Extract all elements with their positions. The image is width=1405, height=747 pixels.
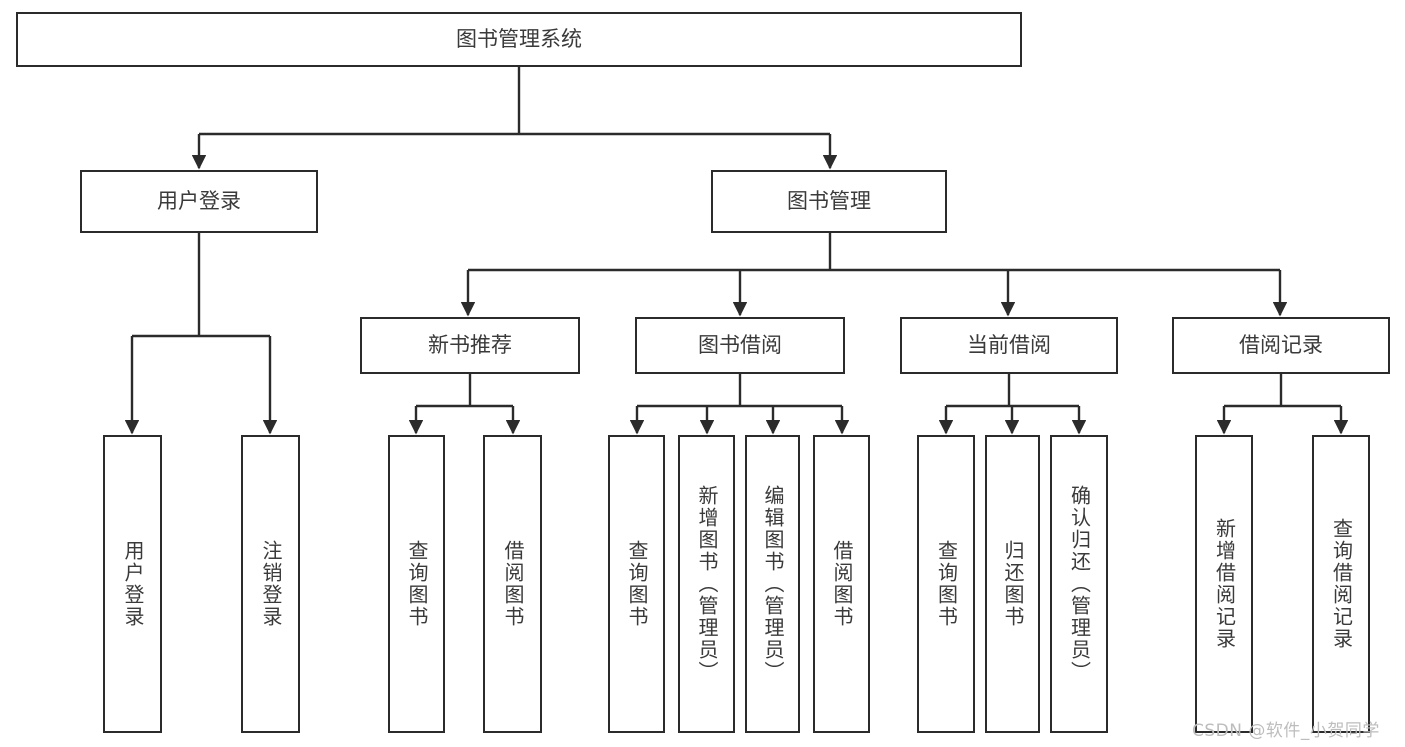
leaf-add-borrow-record-label: 新增借阅记录 bbox=[1212, 518, 1237, 650]
leaf-logout[interactable]: 注销登录 bbox=[241, 435, 300, 733]
leaf-query-book-borrow-label: 查询图书 bbox=[625, 540, 649, 628]
leaf-query-book-borrow[interactable]: 查询图书 bbox=[608, 435, 665, 733]
leaf-edit-book-admin[interactable]: 编辑图书（管理员） bbox=[745, 435, 800, 733]
leaf-borrow-book-label: 借阅图书 bbox=[830, 540, 854, 628]
node-new-book-recommend[interactable]: 新书推荐 bbox=[360, 317, 580, 374]
leaf-add-book-admin[interactable]: 新增图书（管理员） bbox=[678, 435, 735, 733]
node-current-borrow-label: 当前借阅 bbox=[967, 333, 1051, 358]
node-borrow-record-label: 借阅记录 bbox=[1239, 333, 1323, 358]
leaf-user-login-label: 用户登录 bbox=[121, 540, 145, 628]
node-root[interactable]: 图书管理系统 bbox=[16, 12, 1022, 67]
leaf-query-book-current[interactable]: 查询图书 bbox=[917, 435, 975, 733]
leaf-borrow-book[interactable]: 借阅图书 bbox=[813, 435, 870, 733]
leaf-borrow-book-newbook-label: 借阅图书 bbox=[501, 540, 525, 628]
node-borrow-record[interactable]: 借阅记录 bbox=[1172, 317, 1390, 374]
node-new-book-recommend-label: 新书推荐 bbox=[428, 333, 512, 358]
leaf-query-book-newbook-label: 查询图书 bbox=[405, 540, 429, 628]
node-root-label: 图书管理系统 bbox=[456, 27, 582, 52]
leaf-user-login[interactable]: 用户登录 bbox=[103, 435, 162, 733]
leaf-return-book-label: 归还图书 bbox=[1001, 540, 1025, 628]
leaf-add-book-admin-label: 新增图书（管理员） bbox=[695, 485, 719, 683]
leaf-logout-label: 注销登录 bbox=[259, 540, 283, 628]
node-book-management-label: 图书管理 bbox=[787, 189, 871, 214]
leaf-query-borrow-record-label: 查询借阅记录 bbox=[1329, 518, 1354, 650]
node-user-login-label: 用户登录 bbox=[157, 189, 241, 214]
leaf-borrow-book-newbook[interactable]: 借阅图书 bbox=[483, 435, 542, 733]
node-book-borrow[interactable]: 图书借阅 bbox=[635, 317, 845, 374]
node-book-borrow-label: 图书借阅 bbox=[698, 333, 782, 358]
node-current-borrow[interactable]: 当前借阅 bbox=[900, 317, 1118, 374]
node-book-management[interactable]: 图书管理 bbox=[711, 170, 947, 233]
leaf-confirm-return-admin-label: 确认归还（管理员） bbox=[1067, 485, 1092, 683]
leaf-add-borrow-record[interactable]: 新增借阅记录 bbox=[1195, 435, 1253, 733]
leaf-return-book[interactable]: 归还图书 bbox=[985, 435, 1040, 733]
leaf-query-book-current-label: 查询图书 bbox=[934, 540, 959, 628]
leaf-edit-book-admin-label: 编辑图书（管理员） bbox=[761, 485, 785, 683]
leaf-confirm-return-admin[interactable]: 确认归还（管理员） bbox=[1050, 435, 1108, 733]
leaf-query-borrow-record[interactable]: 查询借阅记录 bbox=[1312, 435, 1370, 733]
node-user-login[interactable]: 用户登录 bbox=[80, 170, 318, 233]
leaf-query-book-newbook[interactable]: 查询图书 bbox=[388, 435, 445, 733]
csdn-watermark: CSDN @软件_小贺同学 bbox=[1192, 721, 1380, 741]
